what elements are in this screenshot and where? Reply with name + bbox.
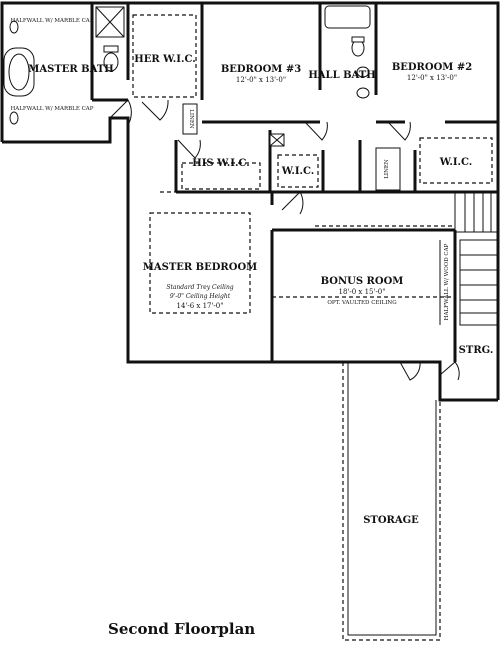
master-bedroom-dims: 14'-6 x 17'-0" xyxy=(177,302,224,310)
svg-text:BEDROOM #2: BEDROOM #2 xyxy=(392,62,472,73)
svg-text:LINEN: LINEN xyxy=(384,159,390,179)
svg-text:STRG.: STRG. xyxy=(459,345,494,356)
svg-text:HALFWALL W/ MARBLE CAP: HALFWALL W/ MARBLE CAP xyxy=(11,18,94,24)
svg-text:HIS W.I.C.: HIS W.I.C. xyxy=(192,158,249,169)
floorplan-title: Second Floorplan xyxy=(108,620,255,638)
svg-text:MASTER BEDROOM: MASTER BEDROOM xyxy=(143,262,257,273)
svg-text:HER W.I.C.: HER W.I.C. xyxy=(134,54,195,65)
svg-text:Standard Trey Ceiling: Standard Trey Ceiling xyxy=(166,284,233,291)
svg-text:W.I.C.: W.I.C. xyxy=(281,166,315,177)
master-bath-label: MASTER BATH xyxy=(28,64,113,75)
bedroom3-label: BEDROOM #3 xyxy=(221,64,301,75)
wic-mid-label: W.I.C. xyxy=(281,166,315,177)
svg-text:Second Floorplan: Second Floorplan xyxy=(108,620,255,638)
master-bedroom-height: 9'-0" Ceiling Height xyxy=(170,293,231,300)
bedroom3-dims: 12'-0" x 13'-0" xyxy=(236,76,286,84)
linen-left-label: LINEN xyxy=(188,109,194,129)
svg-text:14'-6 x 17'-0": 14'-6 x 17'-0" xyxy=(177,302,224,310)
svg-text:LINEN: LINEN xyxy=(188,109,194,129)
svg-text:9'-0" Ceiling Height: 9'-0" Ceiling Height xyxy=(170,293,231,300)
stairs xyxy=(439,191,499,326)
svg-text:BONUS ROOM: BONUS ROOM xyxy=(321,276,404,287)
svg-text:18'-0 x 15'-0": 18'-0 x 15'-0" xyxy=(339,288,386,296)
svg-text:STORAGE: STORAGE xyxy=(363,515,419,526)
wic-right-label: W.I.C. xyxy=(439,157,473,168)
svg-text:12'-0" x 13'-0": 12'-0" x 13'-0" xyxy=(236,76,286,84)
svg-text:MASTER BATH: MASTER BATH xyxy=(28,64,113,75)
svg-text:BEDROOM #3: BEDROOM #3 xyxy=(221,64,301,75)
room-labels: HALFWALL W/ MARBLE CAP MASTER BATH HALFW… xyxy=(11,18,494,526)
his-wic-label: HIS W.I.C. xyxy=(192,158,249,169)
bathroom-fixtures xyxy=(3,5,401,191)
svg-text:OPT. VAULTED CEILING: OPT. VAULTED CEILING xyxy=(327,300,396,306)
hall-bath-label: HALL BATH xyxy=(308,70,375,81)
halfwall-top-label: HALFWALL W/ MARBLE CAP xyxy=(11,18,94,24)
bonus-room-label: BONUS ROOM xyxy=(321,276,404,287)
bedroom2-label: BEDROOM #2 xyxy=(392,62,472,73)
door-swings xyxy=(109,99,460,381)
svg-text:W.I.C.: W.I.C. xyxy=(439,157,473,168)
dashed-details xyxy=(132,14,493,641)
svg-text:12'-0" x 13'-0": 12'-0" x 13'-0" xyxy=(407,74,457,82)
svg-text:HALL BATH: HALL BATH xyxy=(308,70,375,81)
bedroom2-dims: 12'-0" x 13'-0" xyxy=(407,74,457,82)
linen-right-label: LINEN xyxy=(384,159,390,179)
master-bedroom-label: MASTER BEDROOM xyxy=(143,262,257,273)
storage-small-label: STRG. xyxy=(459,345,494,356)
bonus-room-dims: 18'-0 x 15'-0" xyxy=(339,288,386,296)
storage-label: STORAGE xyxy=(363,515,419,526)
svg-text:HALFWALL W/ WOOD CAP: HALFWALL W/ WOOD CAP xyxy=(444,243,450,320)
bonus-room-ceiling: OPT. VAULTED CEILING xyxy=(327,300,396,306)
halfwall-stair-label: HALFWALL W/ WOOD CAP xyxy=(444,243,450,320)
svg-text:HALFWALL W/ MARBLE CAP: HALFWALL W/ MARBLE CAP xyxy=(11,106,94,112)
master-bedroom-ceiling: Standard Trey Ceiling xyxy=(166,284,233,291)
halfwall-bottom-label: HALFWALL W/ MARBLE CAP xyxy=(11,106,94,112)
her-wic-label: HER W.I.C. xyxy=(134,54,195,65)
